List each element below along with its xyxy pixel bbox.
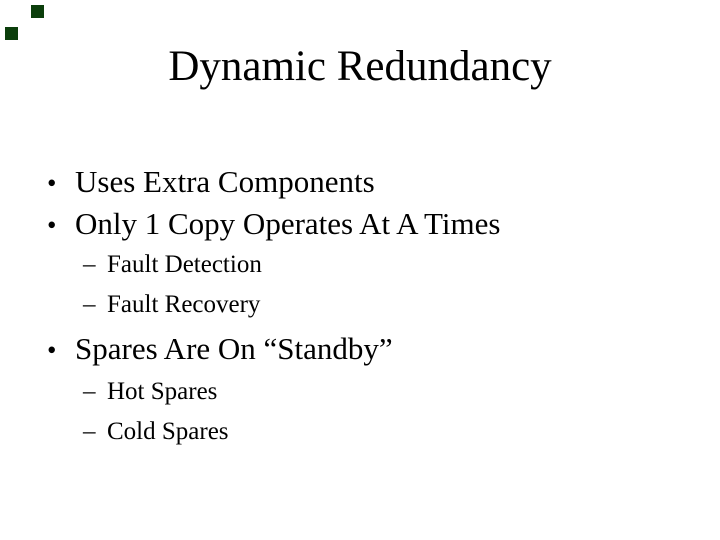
dash-marker-icon: – xyxy=(83,251,96,278)
slide-title: Dynamic Redundancy xyxy=(168,43,552,90)
bullet-text: Spares Are On “Standby” xyxy=(75,331,393,366)
bullet-dot-icon: • xyxy=(47,210,57,240)
sub-bullet-item: – Cold Spares xyxy=(83,417,229,447)
sub-bullet-item: – Fault Recovery xyxy=(83,290,260,320)
corner-marker-square-top xyxy=(31,5,44,18)
sub-bullet-item: – Hot Spares xyxy=(83,377,217,407)
bullet-item: • Uses Extra Components xyxy=(47,163,375,200)
sub-bullet-text: Cold Spares xyxy=(107,418,229,445)
bullet-text: Only 1 Copy Operates At A Times xyxy=(75,206,501,241)
bullet-text: Uses Extra Components xyxy=(75,164,375,199)
dash-marker-icon: – xyxy=(83,418,96,445)
dash-marker-icon: – xyxy=(83,378,96,405)
sub-bullet-text: Hot Spares xyxy=(107,378,218,405)
bullet-dot-icon: • xyxy=(47,168,57,198)
sub-bullet-text: Fault Recovery xyxy=(107,291,261,318)
sub-bullet-item: – Fault Detection xyxy=(83,250,262,280)
corner-marker-square-left xyxy=(5,27,18,40)
bullet-dot-icon: • xyxy=(47,335,57,365)
dash-marker-icon: – xyxy=(83,291,96,318)
sub-bullet-text: Fault Detection xyxy=(107,251,262,278)
bullet-item: • Only 1 Copy Operates At A Times xyxy=(47,205,500,242)
bullet-item: • Spares Are On “Standby” xyxy=(47,330,393,367)
